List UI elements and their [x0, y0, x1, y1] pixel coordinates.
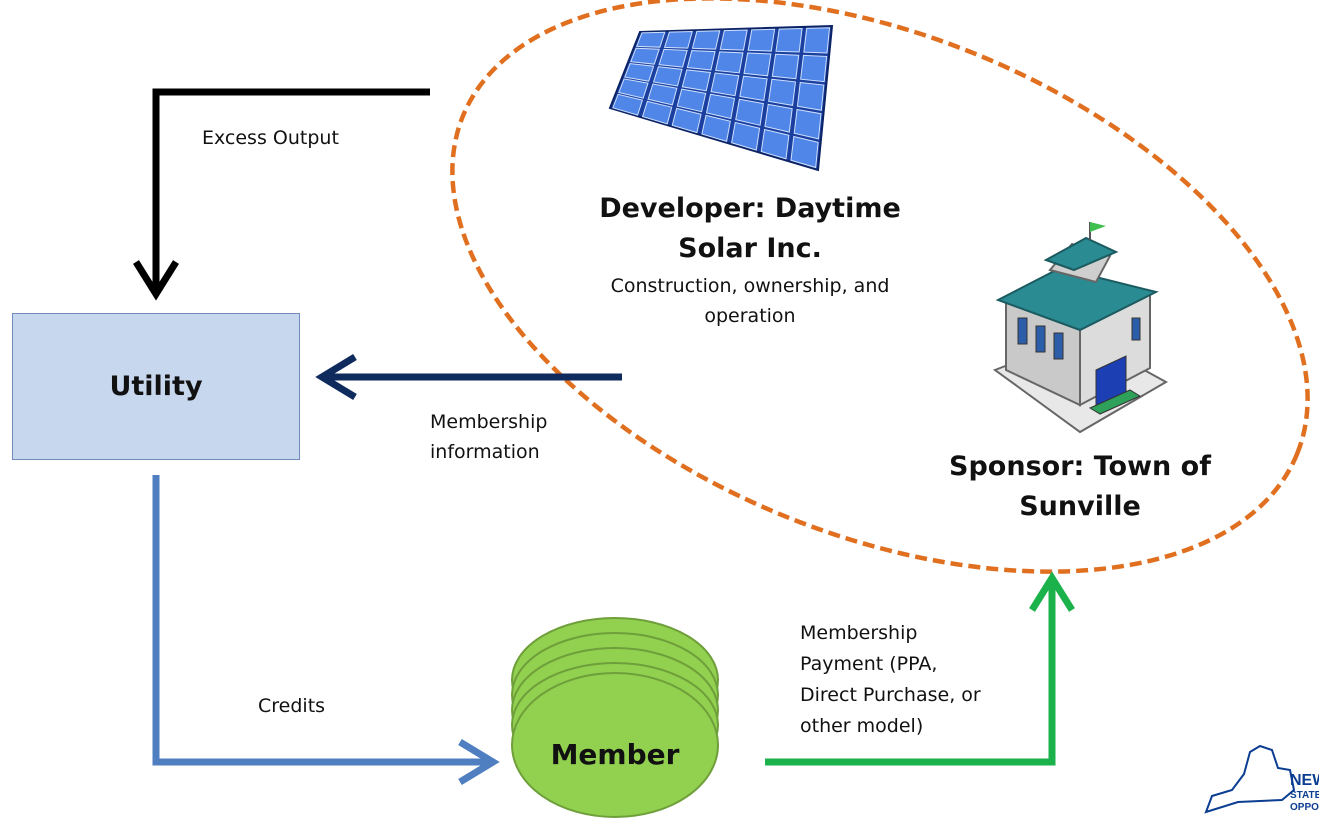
developer-title-line1: Developer: Daytime: [599, 193, 901, 224]
project-group-ellipse: [450, 0, 1310, 574]
solar-cell: [719, 29, 748, 51]
solar-cell: [686, 50, 716, 71]
membership-payment-label-line3: Direct Purchase, or: [800, 684, 981, 706]
solar-cell: [803, 27, 831, 54]
developer-subtitle-line2: operation: [704, 305, 796, 327]
membership-information-label-line1: Membership: [430, 411, 548, 433]
solar-cell: [658, 48, 688, 68]
solar-cell: [735, 98, 764, 126]
solar-cell: [624, 63, 655, 82]
member-stack-icon: [511, 617, 719, 818]
solar-cell: [705, 93, 736, 120]
sponsor-title-line1: Sponsor: Town of: [949, 451, 1211, 482]
solar-cell: [715, 51, 744, 74]
excess-output-label: Excess Output: [202, 127, 339, 149]
membership-payment-arrow: [765, 571, 1075, 766]
solar-cell: [630, 47, 660, 65]
solar-cell: [760, 128, 790, 160]
solar-cell: [731, 121, 761, 151]
membership-payment-label-line4: other model): [800, 715, 924, 737]
solar-cell: [612, 93, 644, 116]
solar-cell: [764, 103, 793, 133]
solar-panel-icon: [608, 24, 834, 172]
solar-cell: [739, 75, 768, 102]
solar-cell: [768, 78, 797, 106]
logo-text-line2: STATE: [1290, 790, 1319, 801]
logo-text-line1: NEW: [1290, 772, 1319, 789]
solar-cell: [793, 108, 822, 140]
ny-state-logo: [1204, 744, 1296, 814]
solar-cell: [775, 28, 803, 53]
membership-information-label-line2: information: [430, 441, 540, 463]
solar-cell: [663, 30, 693, 49]
membership-information-arrow: [315, 354, 622, 400]
membership-payment-label-line2: Payment (PPA,: [800, 653, 938, 675]
credits-arrow: [152, 475, 500, 785]
solar-cell: [796, 81, 825, 111]
solar-cell: [681, 69, 711, 92]
solar-cell: [747, 28, 776, 52]
solar-cell: [652, 66, 683, 87]
solar-cell: [800, 54, 828, 83]
credits-label: Credits: [258, 695, 326, 717]
solar-cell: [671, 107, 702, 134]
developer-subtitle-line1: Construction, ownership, and: [610, 275, 890, 297]
utility-node: Utility: [12, 313, 300, 460]
solar-cell: [635, 31, 666, 48]
solar-cell: [790, 135, 819, 169]
solar-cell: [701, 114, 731, 142]
solar-cell: [676, 88, 707, 113]
solar-cell: [743, 52, 772, 77]
solar-cell: [691, 30, 721, 50]
member-label: Member: [550, 738, 680, 771]
solar-cell: [641, 100, 673, 125]
town-hall-icon: [992, 222, 1169, 434]
membership-payment-label-line1: Membership: [800, 622, 918, 644]
solar-cell: [710, 72, 740, 97]
developer-title-line2: Solar Inc.: [678, 233, 822, 264]
solar-cell: [771, 53, 800, 80]
utility-label: Utility: [109, 371, 203, 402]
solar-cell: [647, 83, 678, 106]
sponsor-title-line2: Sunville: [1019, 491, 1141, 522]
excess-output-arrow: [133, 88, 430, 301]
logo-text-line3: OPPO: [1290, 802, 1319, 813]
solar-cell: [618, 78, 649, 99]
